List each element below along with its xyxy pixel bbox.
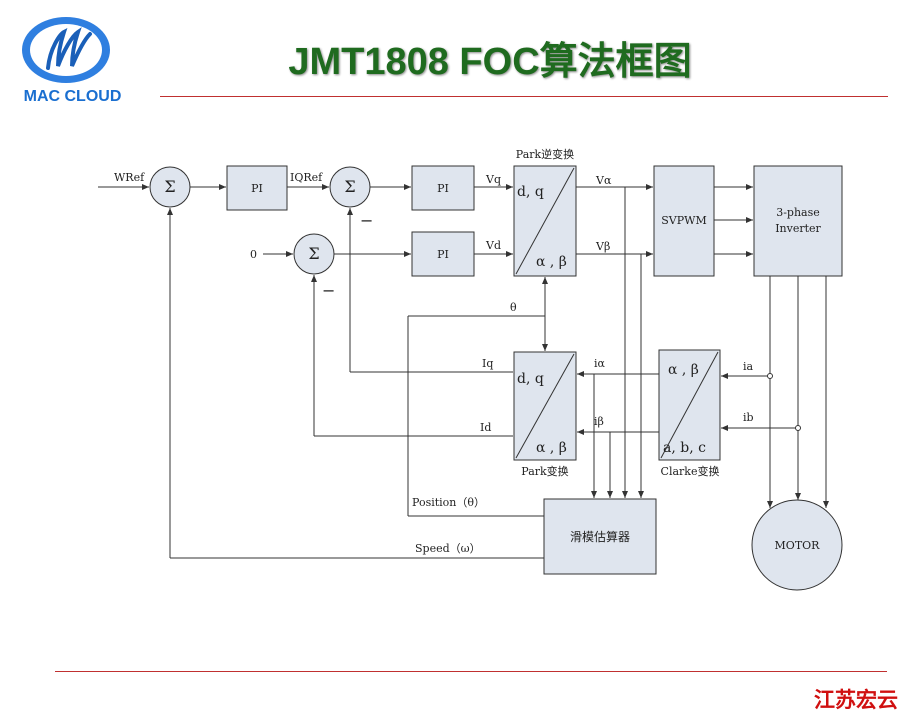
inverter-block (753, 165, 843, 277)
pi-iq-label: PI (437, 182, 449, 195)
valpha-label: Vα (595, 174, 612, 187)
park-caption: Park变换 (521, 464, 568, 478)
pi-iq-block (411, 165, 475, 211)
speed-label: Speed（ω） (415, 542, 481, 555)
zero-input-label: 0 (250, 248, 257, 261)
iqref-label: IQRef (290, 171, 323, 184)
clarke-caption: Clarke变换 (661, 464, 720, 478)
ialpha-label: iα (594, 357, 606, 370)
inverter-label-1: 3-phase (776, 206, 820, 219)
minus-sign-iq: − (360, 211, 373, 230)
page-title: JMT1808 FOC算法框图 (288, 41, 692, 83)
inverse-park-caption: Park逆变换 (516, 147, 574, 161)
iq-label: Iq (482, 357, 493, 370)
wref-label: WRef (114, 171, 145, 184)
ia-label: ia (743, 360, 754, 373)
sum-id-label: Σ (308, 244, 319, 263)
observer-label: 滑模估算器 (570, 529, 630, 544)
motor-label: MOTOR (775, 539, 821, 552)
svpwm-label: SVPWM (661, 214, 706, 227)
minus-sign-id: − (322, 281, 335, 300)
position-label: Position（θ） (412, 496, 485, 509)
vq-label: Vq (485, 173, 501, 186)
ib-label: ib (743, 411, 754, 424)
sliding-mode-observer-block (543, 498, 657, 575)
inverter-label-2: Inverter (775, 222, 821, 235)
footer-divider (55, 671, 887, 672)
clarke-ab: α , β (668, 362, 699, 378)
vd-label: Vd (485, 239, 501, 252)
mac-cloud-logo (22, 17, 110, 83)
inverse-park-dq: d, q (517, 184, 544, 200)
sum-speed-label: Σ (164, 177, 175, 196)
sum-iq-label: Σ (344, 177, 355, 196)
motor (751, 499, 843, 591)
clarke-abc: a, b, c (663, 440, 706, 456)
svpwm-block (653, 165, 715, 277)
park-ab: α , β (536, 440, 567, 456)
id-label: Id (480, 421, 491, 434)
pi-speed-block (226, 165, 288, 211)
theta-label: θ (510, 301, 517, 314)
vbeta-label: Vβ (595, 240, 610, 253)
park-dq: d, q (517, 371, 544, 387)
company-name: 江苏宏云 (814, 687, 898, 712)
pi-id-label: PI (437, 248, 449, 261)
logo-text: MAC CLOUD (23, 88, 122, 105)
pi-speed-label: PI (251, 182, 263, 195)
header-divider (160, 96, 888, 97)
inverse-park-ab: α , β (536, 254, 567, 270)
ibeta-label: iβ (594, 415, 604, 428)
